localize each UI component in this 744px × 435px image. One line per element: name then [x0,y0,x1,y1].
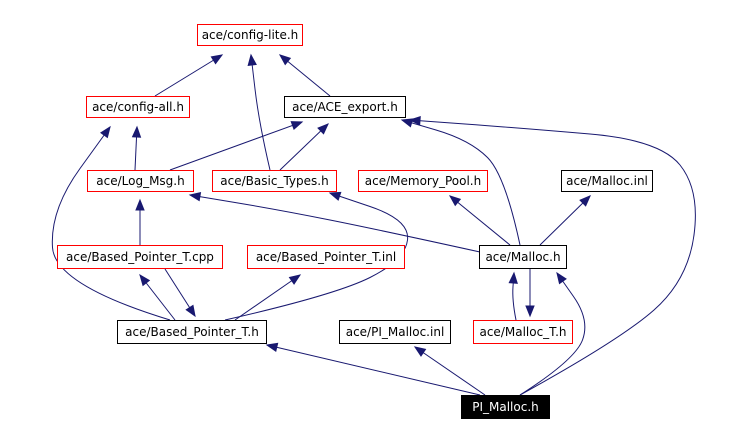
node-malloc-h[interactable]: ace/Malloc.h [479,245,567,269]
edge-line [519,272,586,396]
edge-log-msg-to-ace-export [169,121,304,171]
edge-ace-export-to-config-lite [278,54,331,97]
node-malloc-inl[interactable]: ace/Malloc.inl [561,170,653,192]
node-based-pointer-t-h[interactable]: ace/Based_Pointer_T.h [117,320,267,344]
edge-line [401,119,521,246]
edge-line [154,54,223,97]
edge-arrowhead [448,195,462,207]
edge-line [512,272,517,321]
edge-arrowhead [579,195,591,207]
edge-pi-malloc-to-pi-malloc-inl [413,346,486,396]
edge-based-pointer-h-to-based-pointer-inl [234,274,302,321]
node-log-msg-h[interactable]: ace/Log_Msg.h [87,170,194,192]
edge-line [189,194,481,253]
edge-arrowhead [317,123,329,135]
edge-malloc-h-to-malloc-inl [539,195,591,246]
edge-line [409,119,696,396]
edge-malloc-h-to-ace-export [400,118,521,246]
edge-line [449,195,511,246]
edge-config-all-to-config-lite [154,54,224,97]
edge-arrowhead [278,54,292,66]
edge-log-msg-to-config-all [131,125,142,171]
node-basic-types-h[interactable]: ace/Basic_Types.h [212,170,337,192]
edge-pi-malloc-to-ace-export [408,116,696,396]
edge-arrowhead [188,192,202,202]
edge-arrowhead [408,116,421,126]
edge-arrowhead [413,346,427,357]
edge-line [250,54,271,171]
edge-arrowhead [525,305,535,318]
edge-line [266,344,481,396]
edge-pi-malloc-to-malloc-h [519,271,586,396]
edge-arrowhead [139,273,151,287]
edge-malloc-h-to-log-msg [188,192,481,253]
edge-basic-types-to-config-lite [247,53,271,171]
node-config-all-h[interactable]: ace/config-all.h [86,96,190,118]
edge-arrowhead [135,198,145,211]
edge-malloc-t-to-malloc-h [508,271,518,321]
edge-arrowhead [265,342,279,353]
edge-based-pointer-cpp-to-based-pointer-h [164,268,196,318]
edge-based-pointer-h-to-config-all [51,125,171,321]
edge-arrowhead [290,121,304,131]
edge-arrowhead [508,271,518,284]
node-based-pointer-t-inl[interactable]: ace/Based_Pointer_T.inl [247,245,405,269]
edge-line [234,274,301,321]
node-pi-malloc-inl[interactable]: ace/PI_Malloc.inl [339,320,451,344]
edge-arrowhead [288,274,302,285]
edge-pi-malloc-to-based-pointer-h [265,342,481,396]
edge-arrowhead [328,191,342,201]
edge-malloc-h-to-memory-pool [448,195,511,246]
edge-line [169,121,303,171]
edge-arrowhead [556,271,567,285]
edge-arrowhead [100,125,111,139]
edge-based-pointer-cpp-to-log-msg [135,198,145,245]
edge-malloc-h-to-malloc-t [525,269,535,318]
edge-line [279,54,331,97]
node-memory-pool-h[interactable]: ace/Memory_Pool.h [358,170,488,192]
edge-line [51,126,171,321]
edge-arrowhead [400,118,414,128]
edge-arrowhead [131,125,142,138]
edge-arrowhead [247,53,257,66]
node-malloc-t-h[interactable]: ace/Malloc_T.h [473,320,573,344]
node-ace-export-h[interactable]: ace/ACE_export.h [284,96,406,118]
edge-line [279,123,329,171]
edge-arrowhead [185,304,196,318]
node-pi-malloc-h-root[interactable]: PI_Malloc.h [461,395,550,419]
edge-line [414,346,486,396]
edge-basic-types-to-ace-export [279,123,329,171]
node-config-lite-h[interactable]: ace/config-lite.h [197,24,303,46]
edge-arrowhead [210,54,224,65]
edge-line [539,195,591,246]
node-based-pointer-t-cpp[interactable]: ace/Based_Pointer_T.cpp [57,245,223,269]
edge-based-pointer-h-to-based-pointer-cpp [139,273,176,321]
